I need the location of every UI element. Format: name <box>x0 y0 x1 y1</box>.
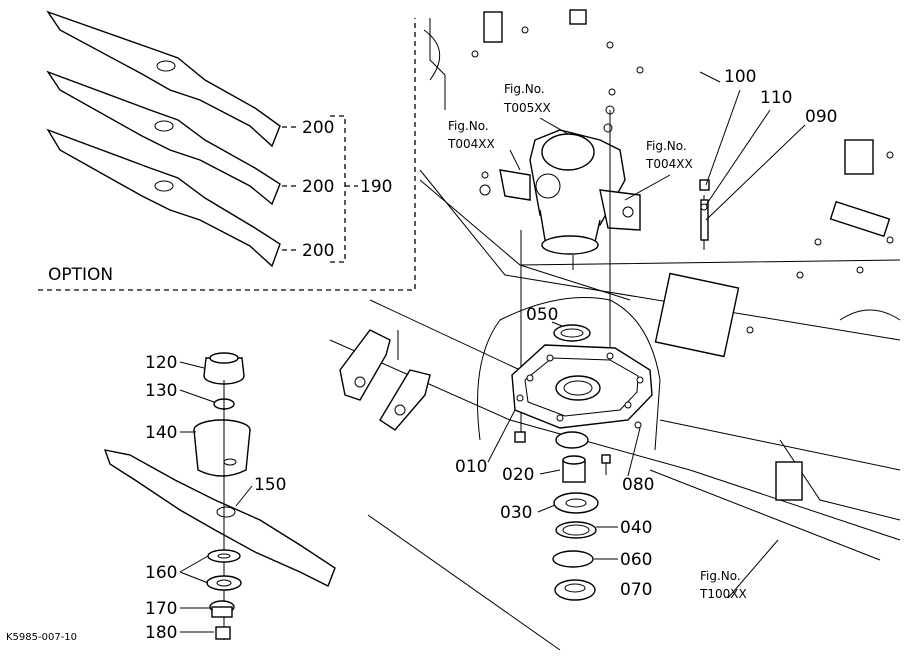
fig-ref-t004-left-line1: Fig.No. <box>448 119 489 133</box>
bearing-030 <box>553 492 599 514</box>
label-090: 090 <box>805 107 837 127</box>
blade-cup-140 <box>193 419 251 477</box>
label-130: 130 <box>145 381 177 401</box>
label-080: 080 <box>622 475 654 495</box>
label-070: 070 <box>620 580 652 600</box>
label-020: 020 <box>502 465 534 485</box>
option-blade-2 <box>46 70 281 206</box>
label-180: 180 <box>145 623 177 643</box>
label-140: 140 <box>145 423 177 443</box>
option-label: OPTION <box>48 265 113 285</box>
label-100: 100 <box>724 67 756 87</box>
diagram-code: K5985-007-10 <box>6 632 77 643</box>
nut-180 <box>215 626 231 640</box>
bearing-070 <box>554 579 596 601</box>
label-160: 160 <box>145 563 177 583</box>
label-200-a: 200 <box>302 118 334 138</box>
label-120: 120 <box>145 353 177 373</box>
label-150: 150 <box>254 475 286 495</box>
option-box <box>38 18 416 291</box>
label-030: 030 <box>500 503 532 523</box>
nut-170 <box>209 600 235 618</box>
option-blade-3 <box>46 128 281 268</box>
fig-ref-t005-line1: Fig.No. <box>504 82 545 96</box>
gearbox-assembly <box>479 105 641 440</box>
fig-ref-t004-right-line2: T004XX <box>645 157 693 171</box>
label-170: 170 <box>145 599 177 619</box>
bolt-010 <box>514 431 526 443</box>
option-blade-1 <box>46 10 281 148</box>
label-060: 060 <box>620 550 652 570</box>
label-190: 190 <box>360 177 392 197</box>
label-050: 050 <box>526 305 558 325</box>
spindle-plate <box>511 344 653 449</box>
blade-150 <box>103 449 336 587</box>
fig-ref-t100-line1: Fig.No. <box>700 569 741 583</box>
fig-ref-t100-line2: T100XX <box>699 587 747 601</box>
bolt-set <box>699 179 710 250</box>
deck-frame <box>329 9 901 651</box>
label-200-b: 200 <box>302 177 334 197</box>
circlip-060 <box>552 550 594 568</box>
bolt-080 <box>601 421 642 475</box>
fig-ref-t004-left-line2: T004XX <box>447 137 495 151</box>
label-110: 110 <box>760 88 792 108</box>
fig-ref-t005-line2: T005XX <box>503 101 551 115</box>
collar-020 <box>562 455 586 483</box>
deck-bracket <box>339 329 431 431</box>
label-040: 040 <box>620 518 652 538</box>
fig-ref-t004-right-line1: Fig.No. <box>646 139 687 153</box>
label-010: 010 <box>455 457 487 477</box>
spindle-cap-120 <box>203 352 245 385</box>
label-200-c: 200 <box>302 241 334 261</box>
